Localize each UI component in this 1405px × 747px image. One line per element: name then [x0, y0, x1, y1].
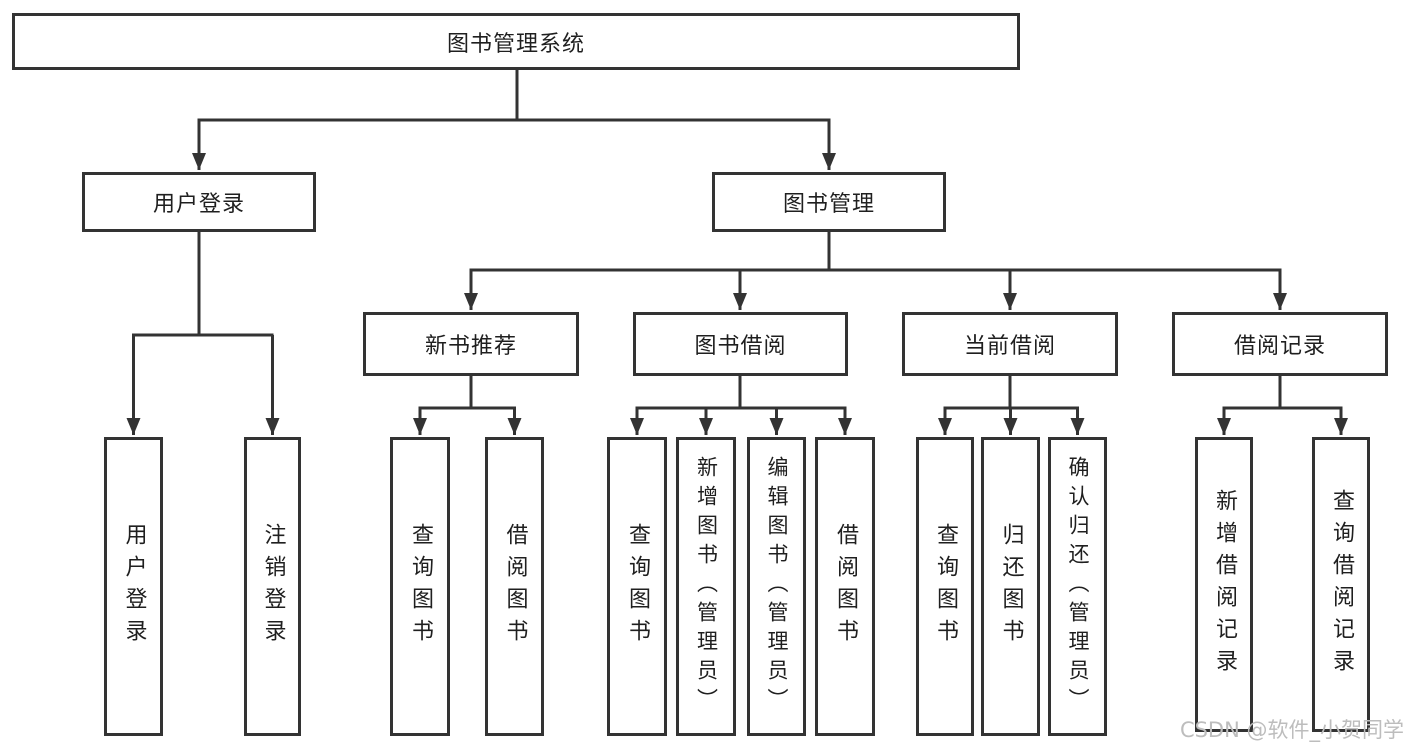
leaf-query-books-1: 查询图书	[390, 437, 450, 736]
branch-book-borrow	[630, 376, 852, 435]
node-current-borrow: 当前借阅	[902, 312, 1118, 376]
node-label: 查询图书	[408, 522, 433, 651]
leaf-borrow-books-2: 借阅图书	[815, 437, 875, 736]
leaf-add-borrow-record: 新增借阅记录	[1195, 437, 1253, 732]
leaf-query-books-3: 查询图书	[916, 437, 974, 736]
node-root-library-system: 图书管理系统	[12, 13, 1020, 70]
node-label: 确认归还（管理员）	[1066, 456, 1090, 717]
node-label: 用户登录	[152, 192, 245, 217]
node-label: 借阅图书	[502, 522, 528, 651]
branch-book-management	[464, 232, 1287, 310]
node-borrow-records: 借阅记录	[1172, 312, 1388, 376]
node-new-book-recommend: 新书推荐	[363, 312, 579, 376]
branch-current-borrow	[938, 376, 1085, 435]
node-label: 当前借阅	[963, 334, 1056, 359]
leaf-query-borrow-record: 查询借阅记录	[1312, 437, 1370, 732]
node-label: 查询图书	[625, 522, 650, 651]
node-label: 归还图书	[998, 522, 1024, 651]
branch-user-login	[126, 232, 280, 435]
csdn-watermark: CSDN @软件_小贺同学	[1179, 718, 1404, 742]
leaf-query-books-2: 查询图书	[607, 437, 667, 736]
leaf-return-books: 归还图书	[981, 437, 1040, 736]
node-label: 新增图书（管理员）	[694, 456, 719, 717]
leaf-borrow-books-1: 借阅图书	[485, 437, 544, 736]
node-label: 注销登录	[260, 522, 286, 651]
node-label: 编辑图书（管理员）	[765, 456, 789, 717]
branch-new-book-recommend	[413, 376, 522, 435]
leaf-logout: 注销登录	[244, 437, 301, 736]
node-label: 用户登录	[121, 522, 147, 651]
node-book-borrow: 图书借阅	[633, 312, 848, 376]
branch-borrow-records	[1217, 376, 1348, 435]
node-label: 图书借阅	[694, 334, 787, 359]
node-label: 新书推荐	[424, 334, 517, 359]
node-label: 借阅图书	[833, 522, 858, 651]
node-user-login: 用户登录	[82, 172, 316, 232]
node-label: 查询借阅记录	[1329, 488, 1354, 681]
node-label: 图书管理	[782, 192, 875, 217]
leaf-user-login: 用户登录	[104, 437, 163, 736]
node-label: 新增借阅记录	[1212, 488, 1237, 681]
node-label: 图书管理系统	[446, 31, 585, 57]
leaf-edit-book-admin: 编辑图书（管理员）	[747, 437, 806, 736]
node-label: 借阅记录	[1233, 334, 1326, 359]
leaf-confirm-return-admin: 确认归还（管理员）	[1048, 437, 1107, 736]
node-book-management: 图书管理	[712, 172, 946, 232]
branch-root	[192, 70, 836, 170]
node-label: 查询图书	[933, 522, 958, 651]
leaf-add-book-admin: 新增图书（管理员）	[676, 437, 736, 736]
